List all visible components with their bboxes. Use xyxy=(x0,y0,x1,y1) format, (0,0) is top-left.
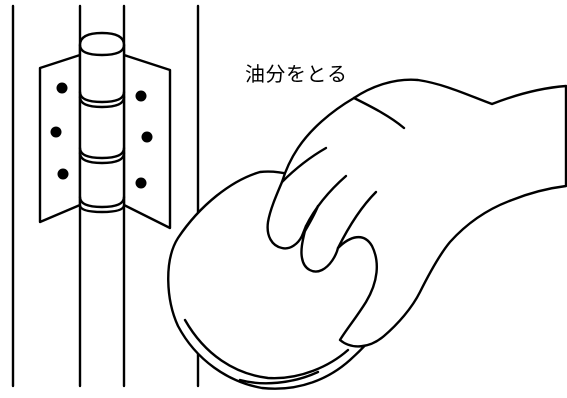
hinge-left-leaf xyxy=(38,53,82,224)
wipe-oil-caption: 油分をとる xyxy=(245,62,348,86)
screw-dot xyxy=(50,126,62,138)
hand-wiping-icon xyxy=(266,78,567,348)
screw-dot xyxy=(56,82,68,94)
screw-dot xyxy=(135,90,147,102)
screw-dot xyxy=(135,177,147,189)
screw-dot xyxy=(141,131,153,143)
hinge-barrel xyxy=(78,31,126,214)
screw-dot xyxy=(57,168,69,180)
door-hinge-icon xyxy=(38,31,172,230)
